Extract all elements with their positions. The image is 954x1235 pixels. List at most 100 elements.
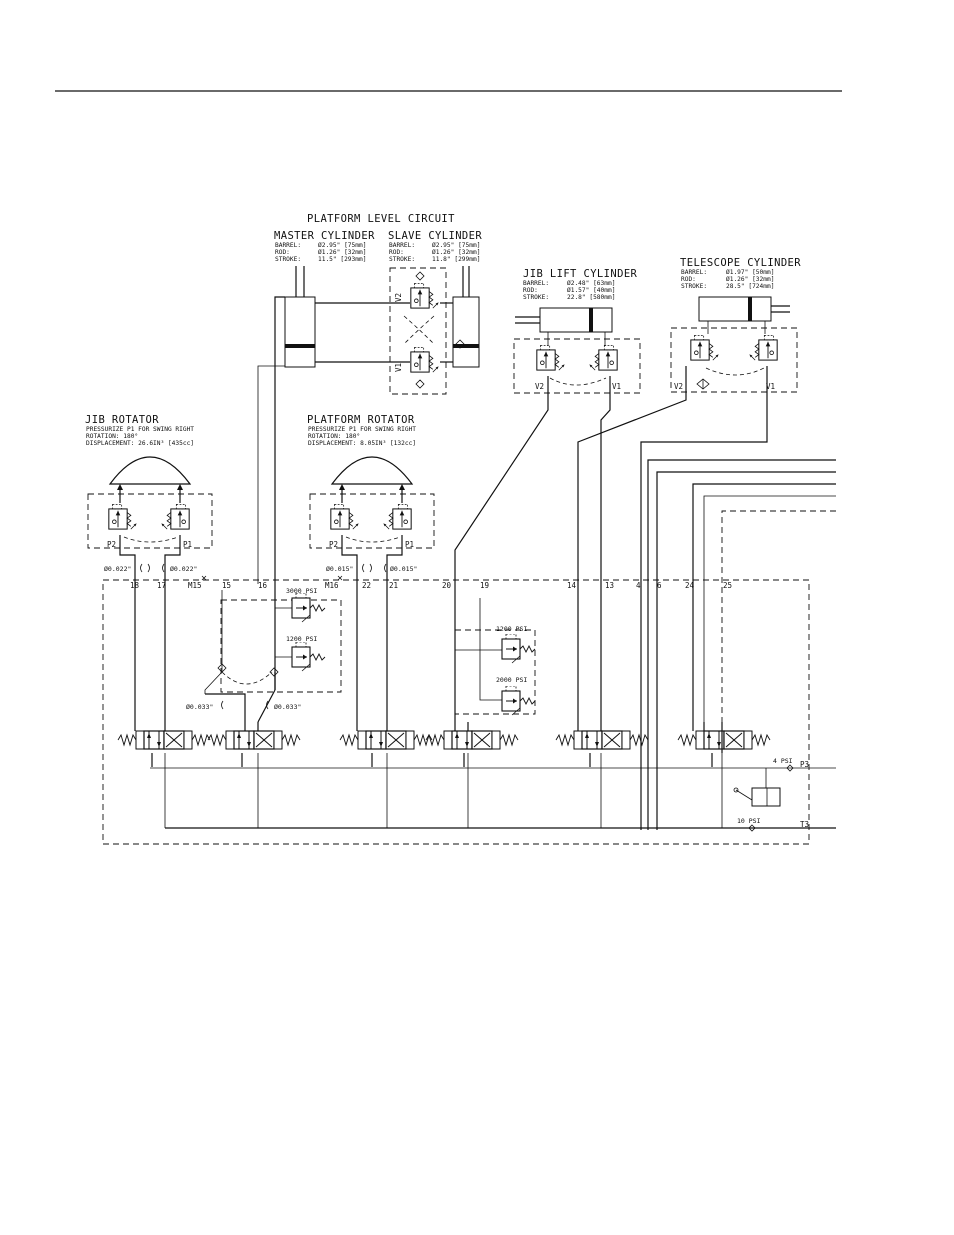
orifice-level-right: Ø0.033" — [274, 703, 301, 711]
port-4: 4 — [636, 581, 641, 590]
port-24: 24 — [685, 581, 695, 590]
master-spec-value-2: Ø1.26" [32mm] — [318, 248, 366, 256]
slave-spec-label-1: BARREL: — [389, 242, 415, 249]
jib-lift-relief-valves: 1200 PSI 2000 PSI — [454, 598, 536, 716]
port-16: 16 — [258, 581, 268, 590]
jib-lift-spec-value-3: 22.8" [580mm] — [567, 294, 615, 301]
master-spec-label-1: BARREL: — [275, 242, 301, 249]
jib-rotator-circuit: JIB ROTATOR PRESSURIZE P1 FOR SWING RIGH… — [85, 414, 213, 722]
jib-lift-spec-label-1: BARREL: — [523, 280, 549, 287]
p3-pressure: 4 PSI — [773, 757, 793, 765]
main-manifold: 18 17 M15 15 16 M16 22 21 20 19 14 13 4 … — [102, 575, 836, 845]
platform-rotator-actuator — [330, 456, 414, 485]
telescope-spec-label-1: BARREL: — [681, 269, 707, 276]
telescope-circuit: TELESCOPE CYLINDER BARREL: ROD: STROKE: … — [577, 257, 801, 830]
telescope-spec-label-3: STROKE: — [681, 283, 707, 290]
jib-rotator-port-p2: P2 — [107, 540, 116, 549]
jib-lift-title: JIB LIFT CYLINDER — [523, 268, 638, 280]
port-18: 18 — [130, 581, 140, 590]
jib-lift-cylinder — [515, 307, 613, 346]
orifice-level-left: Ø0.033" — [186, 703, 213, 711]
slave-cylinder — [452, 266, 480, 368]
telescope-port-v2: V2 — [674, 382, 683, 391]
orifice-jib-left: Ø0.022" — [104, 565, 131, 573]
slave-spec-label-2: ROD: — [389, 249, 404, 256]
platform-rotator-port-p1: P1 — [405, 540, 414, 549]
jib-rotator-actuator — [108, 456, 192, 485]
port-19: 19 — [480, 581, 489, 590]
telescope-spec-value-3: 28.5" [724mm] — [726, 283, 774, 290]
t3-pressure: 10 PSI — [737, 817, 761, 825]
slave-cylinder-title: SLAVE CYLINDER — [388, 230, 482, 242]
pilot-cylinder — [733, 768, 781, 807]
port-markers — [201, 575, 343, 581]
jib-lift-circuit: JIB LIFT CYLINDER BARREL: ROD: STROKE: Ø… — [454, 268, 641, 722]
platform-rotator-line-2: ROTATION: 180° — [308, 432, 360, 440]
telescope-spec-value-2: Ø1.26" [32mm] — [726, 275, 774, 283]
slave-spec-label-3: STROKE: — [389, 256, 415, 263]
relief-2000: 2000 PSI — [496, 676, 527, 684]
port-20: 20 — [442, 581, 452, 590]
telescope-spec-value-1: Ø1.97" [50mm] — [726, 268, 774, 276]
port-m15: M15 — [188, 581, 202, 590]
feed-line-a — [647, 459, 836, 830]
jib-lift-valve-block: V2 V1 — [513, 338, 641, 394]
t3-label: T3 — [800, 820, 809, 829]
jib-lift-spec-label-2: ROD: — [523, 287, 538, 294]
feed-line-d — [703, 495, 836, 722]
slave-spec-value-2: Ø1.26" [32mm] — [432, 248, 480, 256]
port-6: 6 — [657, 581, 662, 590]
relief-1200-b: 1200 PSI — [496, 625, 527, 633]
port-21: 21 — [389, 581, 398, 590]
jib-rotator-line-1: PRESSURIZE P1 FOR SWING RIGHT — [86, 426, 194, 433]
port-m16: M16 — [325, 581, 339, 590]
jib-rotator-valve-block: P2 P1 — [87, 493, 213, 549]
level-crossover — [204, 590, 279, 723]
platform-rotator-valve-block: P2 P1 — [309, 493, 435, 549]
orifice-plat-left: Ø0.015" — [326, 565, 353, 573]
level-port-v1: V1 — [394, 363, 403, 372]
jib-lift-port-v2: V2 — [535, 382, 544, 391]
valve-stubs — [134, 722, 713, 767]
port-15: 15 — [222, 581, 231, 590]
platform-rotator-line-1: PRESSURIZE P1 FOR SWING RIGHT — [308, 426, 416, 433]
master-spec-label-2: ROD: — [275, 249, 290, 256]
port-17: 17 — [157, 581, 166, 590]
relief-1200-a: 1200 PSI — [286, 635, 317, 643]
orifice-plat-right: Ø0.015" — [390, 565, 417, 573]
platform-level-title: PLATFORM LEVEL CIRCUIT — [307, 213, 455, 225]
feed-line-e-pilot — [721, 510, 836, 722]
level-port-v2: V2 — [394, 293, 403, 302]
jib-lift-port-v1: V1 — [612, 382, 621, 391]
jib-rotator-title: JIB ROTATOR — [85, 414, 159, 426]
platform-rotator-port-p2: P2 — [329, 540, 338, 549]
port-13: 13 — [605, 581, 614, 590]
platform-rotator-line-3: DISPLACEMENT: 8.05IN³ [132cc] — [308, 440, 416, 447]
manifold-port-labels: 18 17 M15 15 16 M16 22 21 20 19 14 13 4 … — [130, 581, 732, 590]
jib-lift-spec-label-3: STROKE: — [523, 294, 549, 301]
master-spec-label-3: STROKE: — [275, 256, 301, 263]
platform-rotator-title: PLATFORM ROTATOR — [307, 414, 415, 426]
jib-lift-spec-value-1: Ø2.48" [63mm] — [567, 279, 615, 287]
master-cylinder — [284, 266, 316, 368]
feed-line-b — [656, 471, 836, 830]
platform-rotator-circuit: PLATFORM ROTATOR PRESSURIZE P1 FOR SWING… — [307, 414, 435, 722]
control-valves — [117, 730, 771, 750]
level-relief-valves: 3000 PSI 1200 PSI — [220, 587, 342, 693]
telescope-cylinder — [698, 296, 790, 334]
port-22: 22 — [362, 581, 371, 590]
orifice-jib-right: Ø0.022" — [170, 565, 197, 573]
telescope-valve-block: V2 V1 — [670, 327, 798, 393]
p3-label: P3 — [800, 760, 809, 769]
slave-spec-value-3: 11.8" [299mm] — [432, 256, 480, 263]
jib-rotator-port-p1: P1 — [183, 540, 192, 549]
port-14: 14 — [567, 581, 577, 590]
platform-level-circuit: PLATFORM LEVEL CIRCUIT MASTER CYLINDER B… — [257, 213, 482, 690]
port-25: 25 — [723, 581, 732, 590]
master-spec-value-3: 11.5" [293mm] — [318, 256, 366, 263]
slave-spec-value-1: Ø2.95" [75mm] — [432, 241, 480, 249]
master-spec-value-1: Ø2.95" [75mm] — [318, 241, 366, 249]
jib-rotator-line-2: ROTATION: 180° — [86, 432, 138, 440]
telescope-title: TELESCOPE CYLINDER — [680, 257, 801, 269]
